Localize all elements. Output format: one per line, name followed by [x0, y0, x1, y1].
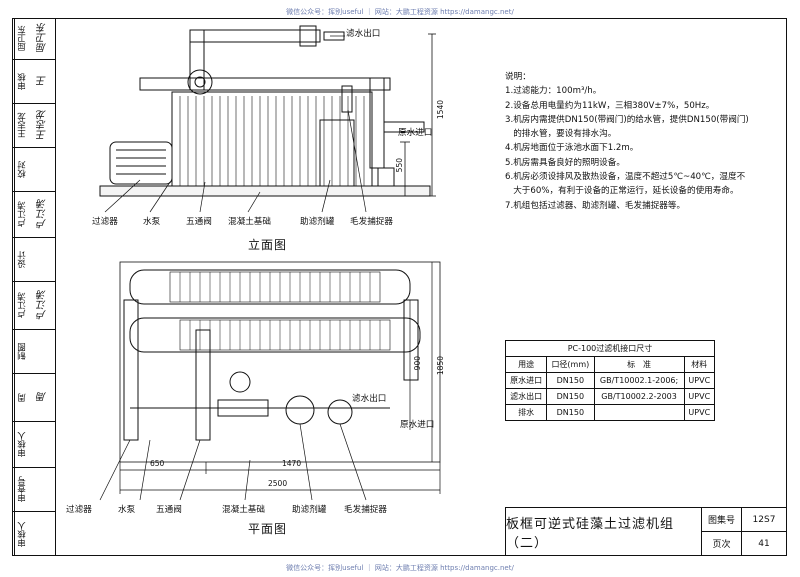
- plan-callout-filter: 过滤器: [66, 505, 92, 515]
- sidebar-cell: 周周: [12, 374, 56, 422]
- outlet-valve: [299, 25, 317, 47]
- note-line: 4.机房地面位于泳池水面下1.2m。: [505, 143, 639, 154]
- atlas-label: 图集号: [702, 508, 742, 532]
- plan-callout-base: 混凝土基础: [222, 505, 265, 515]
- sidebar-cell: 屈卫东屈卫东: [12, 18, 56, 60]
- watermark-bottom: 微信公众号：挥别useful ｜ 网站：大鹏工程资源 https://daman…: [286, 564, 514, 572]
- elev-callout-hair: 毛发捕捉器: [350, 217, 393, 227]
- sidebar-cell: 设计: [12, 238, 56, 282]
- signature-sidebar: 屈卫东屈卫东 审核王 王志龙王志龙 校对 卢江涛卢江涛 设计 卢江涛卢江涛 制图…: [12, 18, 56, 556]
- note-line: 2.设备总用电量约为11kW，三相380V±7%，50Hz。: [505, 100, 715, 111]
- note-line: 7.机组包括过滤器、助滤剂罐、毛发捕捉器等。: [505, 200, 686, 211]
- sidebar-cell: 审核人: [12, 422, 56, 468]
- watermark-top: 微信公众号：挥别useful ｜ 网站：大鹏工程资源 https://daman…: [286, 8, 514, 16]
- inlet-valve: [377, 167, 395, 189]
- concrete-base: [99, 185, 431, 197]
- plan-riser-right: [403, 299, 419, 381]
- header-pipe: [139, 77, 391, 91]
- sidebar-cell: 制图: [12, 330, 56, 374]
- plan-dim-900: 900: [413, 356, 422, 371]
- page-value: 41: [758, 538, 770, 549]
- table-caption: PC-100过滤机接口尺寸: [505, 340, 715, 357]
- elev-outlet-label: 滤水出口: [346, 29, 381, 39]
- plan-callout-pump: 水泵: [118, 505, 136, 515]
- table-row: 滤水出口 DN150 GB/T10002.2-2003 UPVC: [504, 388, 716, 405]
- title-block: 板框可逆式硅藻土过滤机组（二） 图集号 12S7 页次 41: [505, 507, 787, 556]
- sidebar-cell: 卢江涛卢江涛: [12, 282, 56, 330]
- plan-callout-valve: 五通阀: [156, 505, 182, 515]
- note-line: 5.机房需具备良好的照明设备。: [505, 157, 625, 168]
- elev-dim-550: 550: [395, 158, 404, 173]
- pump: [109, 141, 173, 185]
- plan-callout-hair: 毛发捕捉器: [344, 505, 387, 515]
- table-header-row: 用途 口径(mm) 标 准 材料: [504, 356, 716, 373]
- sidebar-cell: 审查号: [12, 468, 56, 512]
- notes-heading: 说明：: [505, 72, 531, 82]
- sidebar-cell: 王志龙王志龙: [12, 104, 56, 148]
- plan-title: 平面图: [248, 522, 288, 536]
- atlas-value: 12S7: [742, 508, 786, 532]
- note-line: 大于60%，有利于设备的正常运行，延长设备的使用寿命。: [505, 186, 739, 197]
- elev-inlet-label: 原水进口: [398, 128, 433, 138]
- design-notes: 说明： 1.过滤能力：100m³/h。 2.设备总用电量约为11kW，三相380…: [505, 70, 749, 213]
- filter-plan-bottom: [129, 317, 421, 353]
- table-row: 原水进口 DN150 GB/T10002.1-2006; UPVC: [504, 372, 716, 389]
- plan-riser-mid: [195, 329, 211, 441]
- filter-aid-tank: [319, 119, 355, 187]
- plan-pump: [229, 371, 251, 393]
- elev-callout-filter: 过滤器: [92, 217, 118, 227]
- five-way-valve: [187, 69, 213, 95]
- elev-callout-base: 混凝土基础: [228, 217, 271, 227]
- filter-plan-top: [129, 269, 411, 305]
- note-line: 3.机房内需提供DN150(带阀门)的给水管，提供DN150(带阀门): [505, 114, 749, 125]
- plan-hair-catcher: [327, 399, 353, 425]
- elev-callout-tank: 助滤剂罐: [300, 217, 335, 227]
- elevation-view: [99, 25, 436, 213]
- table-row: 排水 DN150 UPVC: [504, 404, 716, 421]
- page-label: 页次: [702, 532, 742, 555]
- plan-concrete-base: [119, 261, 441, 463]
- note-line: 1.过滤能力：100m³/h。: [505, 86, 602, 97]
- plan-dim-650: 650: [150, 459, 165, 468]
- plan-inlet-label: 原水进口: [400, 420, 435, 430]
- outlet-riser: [189, 29, 205, 91]
- plan-filter-aid-tank: [285, 395, 315, 425]
- inlet-pipe: [383, 121, 425, 133]
- note-line: 6.机房必须设排风及散热设备，温度不超过5℃~40℃，湿度不: [505, 172, 746, 183]
- drawing-title: 板框可逆式硅藻土过滤机组（二）: [506, 508, 702, 555]
- sidebar-cell: 审核王: [12, 60, 56, 104]
- elev-callout-valve: 五通阀: [186, 217, 212, 227]
- sidebar-cell: 卢江涛卢江涛: [12, 192, 56, 238]
- elev-dim-1540: 1540: [436, 100, 445, 120]
- plan-dim-1850: 1850: [436, 356, 445, 376]
- elevation-title: 立面图: [248, 238, 288, 252]
- plan-callout-tank: 助滤剂罐: [292, 505, 327, 515]
- sidebar-cell: 校对: [12, 148, 56, 192]
- plan-outlet-label: 滤水出口: [352, 394, 387, 404]
- plan-riser-left: [123, 299, 139, 441]
- hair-catcher: [341, 85, 353, 113]
- drawing-sheet-border: [12, 18, 787, 556]
- plan-dim-1470: 1470: [282, 459, 302, 468]
- note-line: 的排水管，要设有排水沟。: [505, 129, 617, 140]
- port-size-table: PC-100过滤机接口尺寸 用途 口径(mm) 标 准 材料 原水进口 DN15…: [504, 340, 716, 421]
- plan-dim-2500: 2500: [268, 479, 288, 488]
- plan-view: [99, 261, 441, 501]
- elev-callout-pump: 水泵: [143, 217, 161, 227]
